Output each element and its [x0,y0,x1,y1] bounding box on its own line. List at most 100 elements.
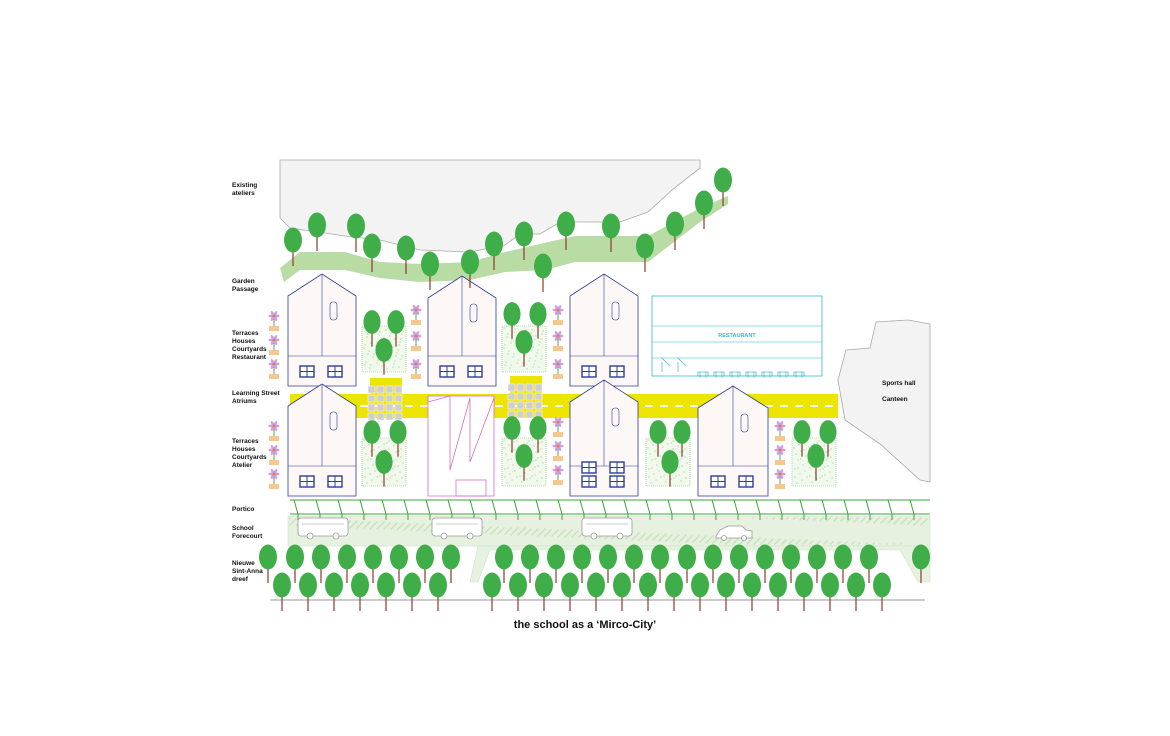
tree [299,572,317,611]
tree [649,420,667,457]
label-canteen: Canteen [882,396,908,403]
bus [297,517,349,540]
restaurant-building: RESTAURANT [651,295,823,378]
tree [625,544,643,583]
flower-planter [552,441,564,461]
tree [503,302,521,339]
flower-planter [268,311,280,331]
tree [860,544,878,583]
tree [485,231,503,270]
tree [873,572,891,611]
atelier-building [427,395,495,497]
tree [363,310,381,347]
tree [666,211,684,250]
tree [403,572,421,611]
house [287,383,357,497]
tree [503,416,521,453]
bus [581,517,633,540]
restaurant-sign: RESTAURANT [718,333,756,339]
flower-planter [552,465,564,485]
road-median [469,545,931,583]
tree [515,221,533,260]
flower-planter [552,417,564,437]
tree [273,572,291,611]
tree [442,544,460,583]
tree [587,572,605,611]
tree [351,572,369,611]
garden-passage-band [280,196,728,282]
tree [743,572,761,611]
flower-planter [268,335,280,355]
tree [695,190,713,229]
tree [286,544,304,583]
tree [651,544,669,583]
tree [557,211,575,250]
tree [377,572,395,611]
tree [573,544,591,583]
tree [535,572,553,611]
tree [495,544,513,583]
tree [308,212,326,251]
tree [704,544,722,583]
house-extra-windows [581,461,625,474]
tree [769,572,787,611]
flower-planter [410,305,422,325]
flower-planter [268,445,280,465]
tree [561,572,579,611]
tree [691,572,709,611]
tree [821,572,839,611]
tree [397,235,415,274]
tree [389,420,407,457]
atrium-squares [367,383,543,421]
tree [387,310,405,347]
tree [717,572,735,611]
label-portico: Portico [232,506,255,513]
tree [534,253,552,292]
tree [375,338,393,375]
tree [259,544,277,583]
tree [665,572,683,611]
house [287,273,357,387]
flower-planter [268,421,280,441]
portico [290,499,930,520]
tree [515,330,533,367]
tree [639,572,657,611]
flower-planter [774,421,786,441]
flower-planter [410,359,422,379]
tree [421,251,439,290]
flower-planter [552,331,564,351]
tree [375,450,393,487]
tree [782,544,800,583]
house [697,385,769,497]
tree [819,420,837,457]
tree [678,544,696,583]
flower-planter [552,305,564,325]
tree [547,544,565,583]
tree [673,420,691,457]
tree [521,544,539,583]
tree [599,544,617,583]
diagram-caption: the school as a ‘Mirco-City’ [513,619,657,631]
tree [461,249,479,288]
tree [793,420,811,457]
car [715,525,753,541]
tree [363,420,381,457]
label-sports-hall: Sports hall [882,380,916,387]
tree [834,544,852,583]
flower-planter [774,469,786,489]
flower-planter [774,445,786,465]
tree [756,544,774,583]
tree [363,233,381,272]
house [569,273,639,387]
tree [661,450,679,487]
flower-planter [552,359,564,379]
tree [312,544,330,583]
tree [912,544,930,583]
flower-planter [410,331,422,351]
